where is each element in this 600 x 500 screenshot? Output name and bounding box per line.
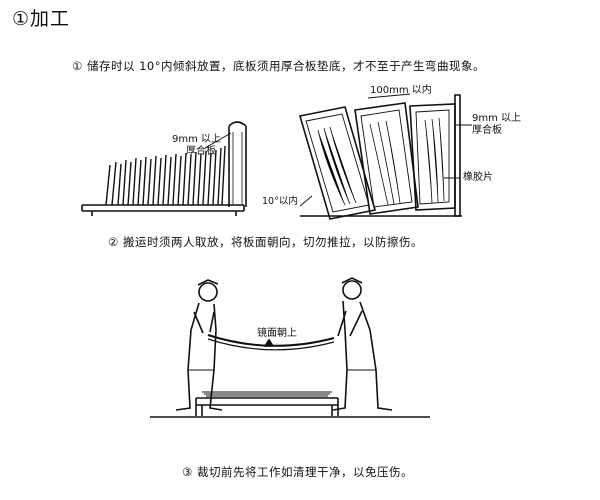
fig3-mirror-up-label: 镜面朝上 [257, 328, 297, 339]
instruction-step-3: ③ 裁切前先将工作如清理干净，以免压伤。 [182, 464, 413, 480]
